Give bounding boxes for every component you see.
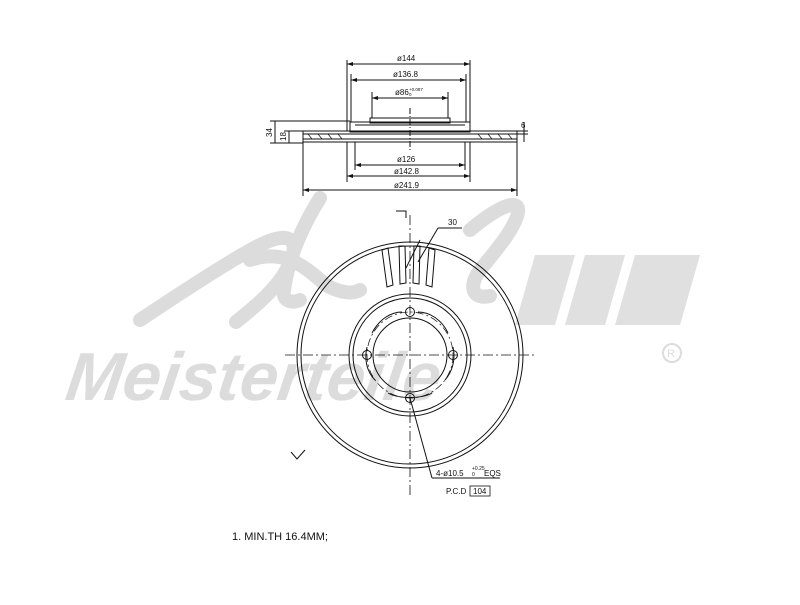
side-view-arrowheads (303, 62, 517, 192)
watermark-registered-circle (662, 343, 682, 363)
watermark-block-1 (515, 255, 575, 325)
bolt-hole-left (362, 350, 372, 360)
bolt-hole-top (405, 307, 415, 317)
bolt-hole-right (448, 350, 458, 360)
section-mark-bottom (290, 449, 306, 460)
min-thickness-note: 1. MIN.TH 16.4MM; (232, 531, 328, 543)
label-d-bore: ø86 (395, 88, 409, 97)
label-vane-angle: 30 (448, 218, 457, 227)
front-view (285, 210, 535, 495)
watermark: Meisterteile R (62, 191, 700, 415)
side-view-labels: ø144 ø136.8 ø86 +0.087 0 34 18 6 ø126 ø1… (265, 54, 526, 190)
label-d-outer: ø241.9 (394, 181, 419, 190)
label-hole-suffix: EQS (484, 469, 501, 478)
disc-vent-hatching (307, 133, 513, 140)
label-d-bottom-mid: ø142.8 (394, 167, 419, 176)
watermark-registered-mark: R (667, 348, 675, 360)
vane-angle-leader (417, 227, 439, 263)
label-hat-step: 6 (521, 121, 526, 130)
disc-hat-inner (369, 117, 451, 124)
watermark-block-2 (565, 255, 625, 325)
label-pcd: P.C.D (446, 487, 467, 496)
section-mark-top (396, 210, 407, 218)
disc-outer-edge-inner (300, 245, 520, 465)
hat-outer (348, 293, 472, 417)
pcd-value-box (469, 485, 491, 497)
vent-vanes (381, 245, 436, 288)
watermark-block-3 (615, 255, 700, 325)
label-d-bore-tol-lower: 0 (409, 92, 412, 97)
front-view-labels: 30 4-ø10.5 +0.25 0 EQS P.C.D 104 (436, 218, 501, 497)
label-hole-prefix: 4-ø10.5 (436, 469, 464, 478)
label-d-bore-tol-upper: +0.087 (409, 87, 423, 92)
hub-scallops (365, 311, 455, 398)
disc-friction-ring (302, 130, 518, 143)
label-pcd-value: 104 (473, 487, 487, 496)
label-d-top: ø144 (397, 54, 416, 63)
hole-callout-leader (409, 397, 433, 479)
side-view (270, 60, 528, 196)
label-d-bottom-inner: ø126 (397, 155, 416, 164)
label-d-mid: ø136.8 (393, 70, 418, 79)
label-hole-tol-upper: +0.25 (472, 466, 485, 472)
centre-bore (372, 317, 448, 393)
watermark-brand: Meisterteile (62, 339, 447, 415)
disc-outer-edge (296, 241, 524, 469)
label-thickness-total: 34 (265, 128, 274, 137)
bolt-hole-bottom (405, 393, 415, 403)
label-hole-tol-lower: 0 (472, 472, 475, 478)
hat-mid (352, 297, 468, 413)
watermark-swoosh (133, 191, 526, 329)
label-thickness-disc: 18 (279, 132, 288, 141)
